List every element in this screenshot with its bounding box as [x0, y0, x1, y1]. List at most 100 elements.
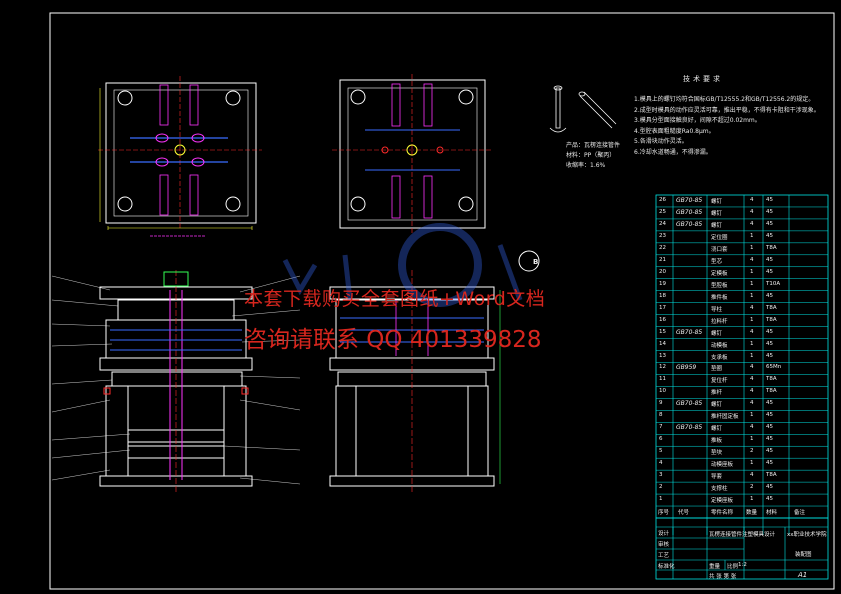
bom-cell-number: 6 — [659, 436, 663, 443]
bom-row-lines — [656, 206, 828, 507]
bom-cell-number: 14 — [659, 340, 666, 347]
bom-cell-material: T8A — [766, 316, 777, 323]
bom-cell-quantity: 1 — [750, 496, 754, 503]
bom-cell-name: 推板 — [711, 438, 723, 445]
bom-cell-number: 12 — [659, 364, 666, 371]
title-block-row-label: 标准化 — [658, 564, 675, 570]
bom-cell-quantity: 4 — [750, 364, 754, 371]
bom-cell-name: 浇口套 — [711, 246, 728, 253]
bom-header-cell: 序号 — [658, 510, 670, 517]
bom-cell-name: 定模板 — [711, 270, 728, 277]
plan-view-moving-half — [332, 74, 492, 234]
watermark-line-2: 咨询请联系 QQ 401339828 — [244, 327, 542, 353]
bom-cell-quantity: 1 — [750, 244, 754, 251]
technical-requirement-item: 2.成型时模具的动作应灵活可靠，推出平稳，不得有卡阻和干涉现象。 — [634, 106, 820, 114]
title-block-row-label: 工艺 — [658, 553, 670, 559]
bom-cell-material: T8A — [766, 244, 777, 251]
bom-cell-name: 垫圈 — [711, 366, 723, 373]
bom-header-cell: 代号 — [678, 510, 690, 517]
bom-cell-number: 3 — [659, 472, 663, 479]
watermark-line-1: 本套下载购买全套图纸+Word文档 — [244, 288, 546, 310]
bom-cell-name: 支撑柱 — [711, 486, 728, 493]
bom-cell-material: 45 — [766, 292, 773, 299]
bom-cell-quantity: 2 — [750, 484, 754, 491]
bom-cell-material: T8A — [766, 388, 777, 395]
bom-cell-standard: GB70-85 — [676, 400, 703, 408]
bom-cell-quantity: 1 — [750, 340, 754, 347]
bom-cell-material: 45 — [766, 220, 773, 227]
bom-cell-name: 定模座板 — [711, 498, 734, 505]
product-sketch — [549, 85, 617, 133]
bom-cell-material: 45 — [766, 268, 773, 275]
bom-cell-quantity: 4 — [750, 208, 754, 215]
bom-cell-name: 推件板 — [711, 294, 728, 301]
bom-cell-quantity: 4 — [750, 197, 754, 203]
bom-cell-name: 螺钉 — [711, 222, 723, 229]
sheet-size: A1 — [798, 571, 808, 579]
bom-cell-name: 动模座板 — [711, 462, 734, 469]
bom-cell-name: 型芯 — [711, 258, 723, 265]
bom-cell-quantity: 4 — [750, 256, 754, 263]
weight-label: 重量 — [709, 564, 721, 570]
watermark-logo — [282, 223, 523, 307]
bom-cell-number: 19 — [659, 280, 666, 287]
technical-requirement-item: 1.模具上的螺钉均符合国标GB/T12555.2和GB/T12556.2的规定。 — [634, 96, 815, 103]
bom-cell-material: 45 — [766, 436, 773, 443]
bom-cell-material: 45 — [766, 208, 773, 215]
bom-cell-quantity: 1 — [750, 232, 754, 239]
bom-cell-number: 22 — [659, 244, 666, 251]
bom-cell-material: 65Mn — [766, 364, 782, 371]
bom-cell-quantity: 1 — [750, 292, 754, 299]
bom-cell-material: T8A — [766, 472, 777, 479]
bom-cell-standard: GB70-85 — [676, 208, 703, 216]
scale-value: 1:2 — [738, 562, 747, 568]
bom-cell-quantity: 1 — [750, 412, 754, 419]
technical-requirement-item: 4.型腔表面粗糙度Ra0.8μm。 — [634, 127, 715, 135]
bom-cell-standard: GB959 — [676, 364, 697, 372]
bom-cell-number: 9 — [659, 400, 663, 407]
bom-header-cell: 备注 — [794, 510, 806, 517]
bom-cell-material: 45 — [766, 352, 773, 359]
bom-cell-material: T8A — [766, 376, 777, 383]
bom-cell-material: 45 — [766, 197, 773, 203]
title-block-row-label: 审核 — [658, 542, 670, 548]
bom-cell-material: 45 — [766, 496, 773, 503]
technical-requirement-item: 5.各滑块动作灵活。 — [634, 138, 688, 145]
bom-cell-quantity: 1 — [750, 316, 754, 323]
bom-cell-standard: GB70-85 — [676, 328, 703, 336]
technical-requirement-item: 6.冷却水道畅通，不得渗漏。 — [634, 148, 712, 156]
drawing-title: 瓦楞连接管件注塑模具设计 — [709, 532, 776, 538]
sheet-border — [49, 12, 835, 590]
bom-cell-material: 45 — [766, 340, 773, 347]
bom-cell-number: 10 — [659, 388, 666, 395]
bom-cell-number: 5 — [659, 448, 663, 455]
bom-cell-number: 26 — [659, 197, 666, 203]
bom-header-cell: 材料 — [766, 510, 778, 517]
section-marker: B — [533, 258, 539, 266]
bom-cell-number: 7 — [659, 424, 663, 431]
bom-cell-material: 45 — [766, 448, 773, 455]
bom-cell-number: 2 — [659, 484, 663, 491]
bom-cell-quantity: 4 — [750, 220, 754, 227]
bom-cell-name: 拉料杆 — [711, 318, 728, 325]
bom-cell-number: 20 — [659, 268, 666, 275]
bom-cell-quantity: 4 — [750, 388, 754, 395]
title-block-row-label: 设计 — [658, 531, 670, 537]
bom-cell-name: 复位杆 — [711, 378, 728, 385]
bom-cell-name: 螺钉 — [711, 330, 723, 337]
bom-header-cell: 数量 — [746, 510, 758, 517]
bom-cell-number: 16 — [659, 316, 666, 323]
bom-cell-number: 21 — [659, 256, 666, 263]
bom-cell-number: 15 — [659, 328, 666, 335]
bom-cell-material: 45 — [766, 412, 773, 419]
technical-requirements-title: 技术要求 — [683, 75, 723, 83]
front-section-view — [51, 270, 301, 492]
bom-cell-material: 45 — [766, 424, 773, 431]
bom-cell-standard: GB70-85 — [676, 424, 703, 432]
scale-label: 比例 — [727, 564, 739, 570]
bom-cell-quantity: 4 — [750, 376, 754, 383]
bom-cell-name: 导柱 — [711, 306, 723, 313]
bom-cell-quantity: 4 — [750, 304, 754, 311]
bom-cell-material: 45 — [766, 256, 773, 263]
